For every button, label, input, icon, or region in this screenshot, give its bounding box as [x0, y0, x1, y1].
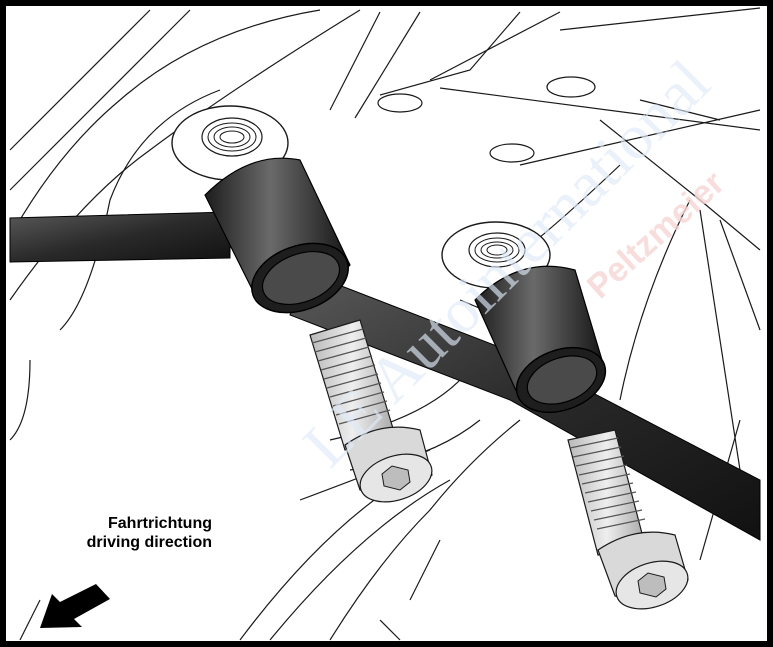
bolt-left: [309, 319, 433, 503]
driving-direction-german: Fahrtrichtung: [108, 515, 212, 532]
driving-direction-english: driving direction: [86, 534, 212, 551]
watermark: LE Autointernational Peltzmeier: [290, 46, 732, 480]
driving-direction-label: Fahrtrichtung driving direction: [22, 514, 212, 552]
bolt-right: [567, 429, 689, 610]
watermark-text-1: LE Autointernational: [290, 46, 724, 480]
sleeve-right: [474, 265, 607, 414]
sleeve-left: [204, 157, 351, 314]
direction-arrow-icon: [40, 584, 110, 628]
